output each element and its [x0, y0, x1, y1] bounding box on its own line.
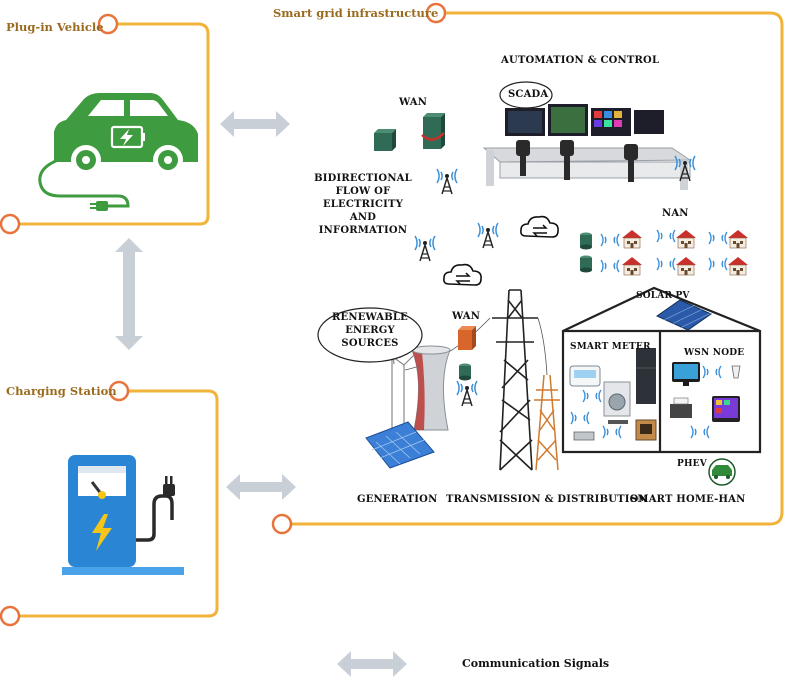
home-appliances-icons	[569, 348, 741, 441]
renewable-bubble	[317, 307, 423, 363]
solar-panel-icon	[655, 299, 713, 331]
grid-frame-start-circle	[425, 2, 447, 24]
transmission-label: TRANSMISSION & DISTRIBUTION	[446, 494, 648, 505]
charging-station-title: Charging Station	[6, 384, 117, 398]
station-frame-end-circle	[0, 605, 21, 627]
generation-label: GENERATION	[357, 494, 438, 505]
generation-plant-icon	[365, 329, 451, 469]
bidirectional-line: INFORMATION	[318, 225, 408, 236]
bidirectional-line: BIDIRECTIONAL	[314, 173, 412, 184]
plugin-vehicle-frame	[15, 22, 210, 226]
grid-frame-end-circle	[271, 513, 293, 535]
nan-house-icons	[580, 229, 749, 276]
scada-bubble	[499, 81, 553, 109]
renewable-label: RENEWABLE ENERGY SOURCES	[330, 311, 410, 350]
renewable-line: SOURCES	[341, 338, 399, 349]
solar-pv-label: SOLAR PV	[636, 291, 690, 301]
transmission-tower-icon	[492, 289, 538, 471]
legend-arrow-icon	[337, 651, 407, 677]
plugin-vehicle-title: Plug-in Vehicle	[6, 20, 104, 34]
electric-car-icon	[38, 93, 198, 211]
cloud-icon	[520, 215, 559, 238]
bidirectional-line: FLOW OF	[335, 186, 391, 197]
scada-label: SCADA	[508, 89, 549, 100]
distribution-tower-icon	[534, 374, 560, 471]
smart-meter-label: SMART METER	[570, 342, 651, 352]
station-frame-start-circle	[108, 380, 130, 402]
wan-server-icons	[374, 113, 445, 151]
vehicle-frame-start-circle	[97, 13, 119, 35]
nan-label: NAN	[662, 208, 689, 219]
vehicle-frame-end-circle	[0, 213, 21, 235]
wan-device-icon	[458, 326, 476, 381]
control-room-icon	[482, 104, 692, 190]
automation-control-label: AUTOMATION & CONTROL	[501, 55, 660, 66]
arrow-station-grid	[226, 474, 296, 500]
wan-mid-label: WAN	[452, 311, 481, 322]
arrow-vehicle-grid	[220, 111, 290, 137]
smart-grid-title: Smart grid infrastructure	[273, 6, 439, 20]
renewable-line: RENEWABLE	[332, 312, 408, 323]
cloud-icon	[443, 263, 482, 286]
smart-grid-frame	[290, 11, 784, 526]
smart-home-house	[561, 286, 762, 454]
bidirectional-line: AND	[349, 212, 377, 223]
wsn-node-label: WSN NODE	[684, 348, 745, 358]
arrow-vehicle-station	[115, 238, 143, 350]
bidirectional-line: ELECTRICITY	[322, 199, 404, 210]
bidirectional-label: BIDIRECTIONAL FLOW OF ELECTRICITY AND IN…	[313, 172, 413, 237]
phev-label: PHEV	[677, 459, 707, 469]
legend-label: Communication Signals	[462, 657, 610, 670]
charging-pump-icon	[62, 455, 184, 575]
charging-station-frame	[15, 389, 219, 618]
smart-home-label: SMART HOME-HAN	[630, 494, 746, 505]
phev-icon	[708, 458, 736, 486]
wan-top-label: WAN	[399, 97, 428, 108]
renewable-line: ENERGY	[345, 325, 395, 336]
